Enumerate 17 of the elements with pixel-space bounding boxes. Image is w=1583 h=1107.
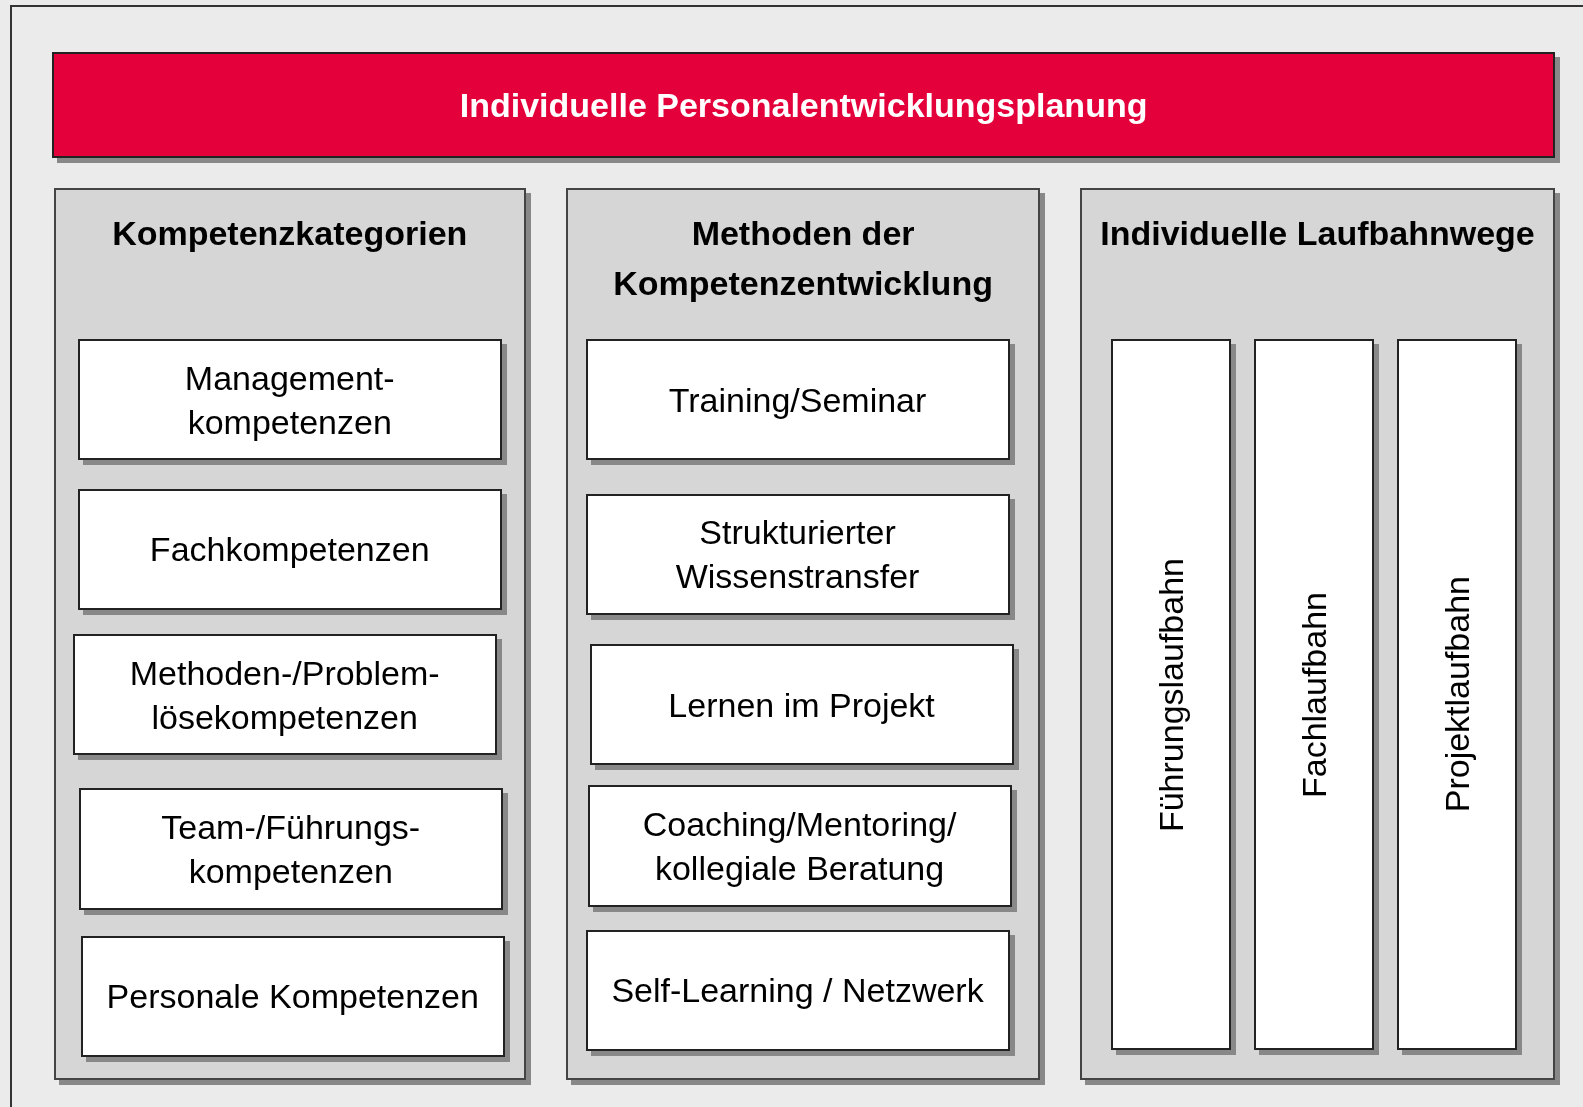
item-label: Personale Kompetenzen	[106, 976, 479, 1018]
item-label: Team-/Führungs-kompetenzen	[160, 807, 422, 892]
item-label: Methoden-/Problem-lösekompetenzen	[128, 652, 441, 738]
item-label: Self-Learning / Netzwerk	[611, 970, 984, 1012]
panel-heading: Methoden der Kompetenzentwicklung	[612, 212, 994, 304]
item-label: Lernen im Projekt	[668, 684, 935, 726]
item-label: Management-kompetenzen	[183, 357, 396, 443]
item-label: Training/Seminar	[668, 379, 927, 421]
item-label: Fachlaufbahn	[1293, 591, 1334, 798]
panel-heading: Individuelle Laufbahnwege	[1100, 212, 1535, 254]
panel-heading: Kompetenzkategorien	[112, 212, 468, 254]
item-label: Coaching/Mentoring/ kollegiale Beratung	[641, 804, 958, 889]
item-label: Projektlaufbahn	[1437, 576, 1478, 813]
item-label: Führungslaufbahn	[1150, 557, 1191, 832]
item-label: Fachkompetenzen	[149, 529, 430, 571]
banner-title: Individuelle Personalentwicklungsplanung	[459, 86, 1148, 125]
item-label: Strukturierter Wissenstransfer	[674, 512, 921, 598]
